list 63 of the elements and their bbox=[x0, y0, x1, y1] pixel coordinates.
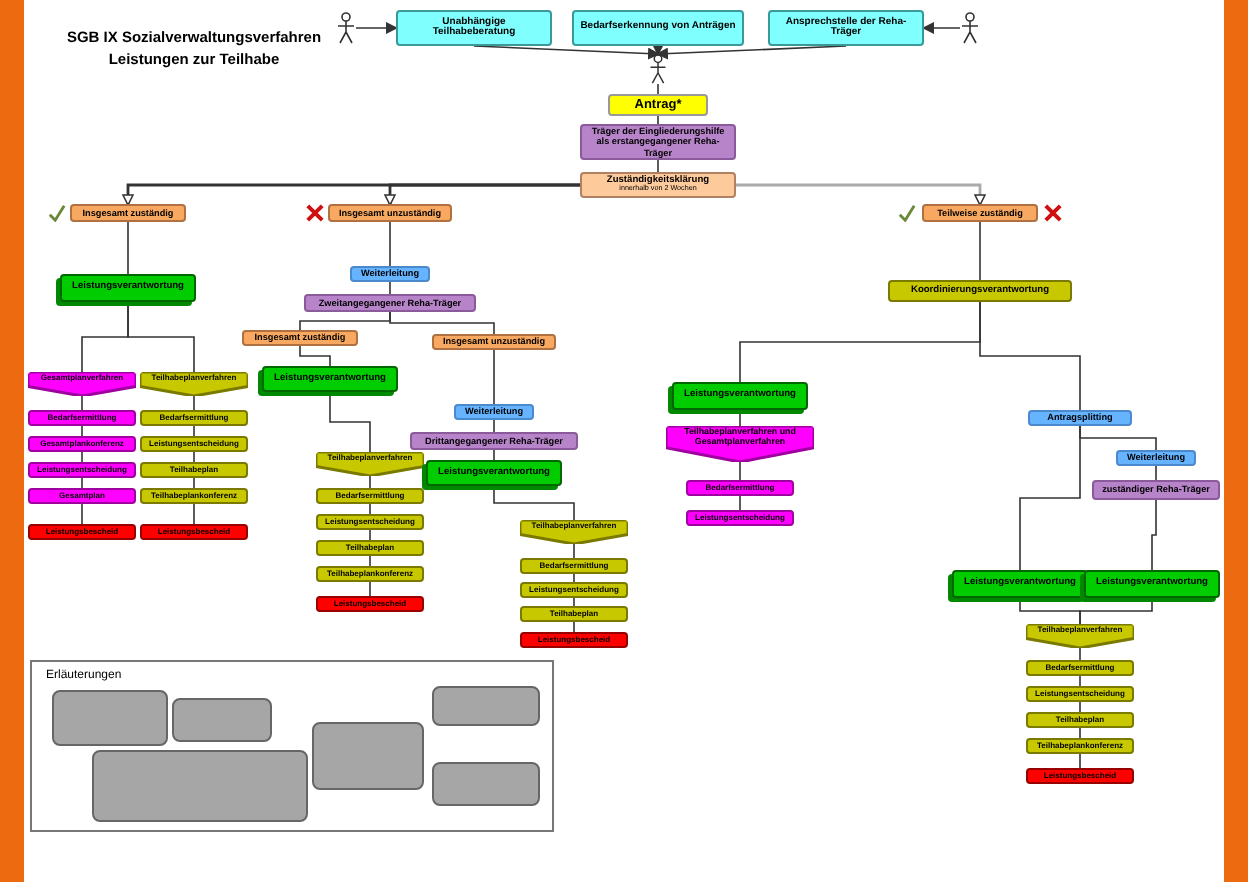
connector-line bbox=[81, 451, 83, 463]
note-card bbox=[172, 698, 272, 742]
arrow bbox=[384, 183, 580, 206]
connector-line bbox=[127, 221, 129, 275]
connector-line bbox=[389, 281, 391, 295]
arrow bbox=[473, 45, 660, 60]
connector-line bbox=[81, 395, 83, 411]
person-icon bbox=[336, 12, 356, 44]
arrow bbox=[736, 183, 986, 206]
connector-line bbox=[389, 221, 391, 267]
connector-line bbox=[369, 581, 371, 597]
arrow bbox=[355, 22, 398, 34]
connector-line bbox=[573, 573, 575, 583]
connector-line bbox=[299, 345, 331, 367]
connector-line bbox=[329, 391, 371, 453]
connector-line bbox=[193, 395, 195, 411]
arrow bbox=[656, 45, 847, 60]
connector-line bbox=[493, 349, 495, 405]
connector-line bbox=[193, 477, 195, 489]
connector-line bbox=[573, 621, 575, 633]
connector-line bbox=[81, 477, 83, 489]
arrow bbox=[922, 22, 961, 34]
connector-line bbox=[1155, 465, 1157, 481]
connector-line bbox=[657, 83, 659, 95]
note-card bbox=[92, 750, 308, 822]
connector-line bbox=[193, 425, 195, 437]
connector-line bbox=[369, 555, 371, 567]
connector-line bbox=[1079, 597, 1153, 625]
connector-line bbox=[657, 159, 659, 173]
arrow bbox=[652, 44, 664, 56]
connector-line bbox=[1079, 701, 1081, 713]
connector-line bbox=[1079, 647, 1081, 661]
connector-line bbox=[193, 451, 195, 463]
connector-line bbox=[573, 543, 575, 559]
connector-line bbox=[493, 485, 575, 521]
connector-line bbox=[1079, 675, 1081, 687]
connector-line bbox=[81, 503, 83, 525]
connector-line bbox=[1079, 425, 1157, 451]
connector-line bbox=[657, 115, 659, 125]
connector-line bbox=[573, 597, 575, 607]
connector-line bbox=[127, 301, 195, 373]
connector-line bbox=[193, 503, 195, 525]
person-icon bbox=[648, 54, 668, 84]
connector-line bbox=[1079, 727, 1081, 739]
connector-line bbox=[1151, 499, 1157, 571]
note-card bbox=[52, 690, 168, 746]
connector-line bbox=[369, 503, 371, 515]
note-card bbox=[432, 762, 540, 806]
connector-line bbox=[81, 425, 83, 437]
connector-line bbox=[1079, 753, 1081, 769]
connector-line bbox=[739, 461, 741, 481]
connector-line bbox=[979, 301, 1081, 411]
note-card bbox=[312, 722, 424, 790]
connector-line bbox=[739, 409, 741, 427]
connector-line bbox=[369, 475, 371, 489]
connector-line bbox=[979, 221, 981, 281]
connector-line bbox=[369, 529, 371, 541]
connector-line bbox=[493, 419, 495, 433]
connector-line bbox=[739, 495, 741, 511]
connector-line bbox=[493, 449, 495, 461]
note-card bbox=[432, 686, 540, 726]
person-icon bbox=[960, 12, 980, 44]
connector-line bbox=[389, 311, 495, 335]
